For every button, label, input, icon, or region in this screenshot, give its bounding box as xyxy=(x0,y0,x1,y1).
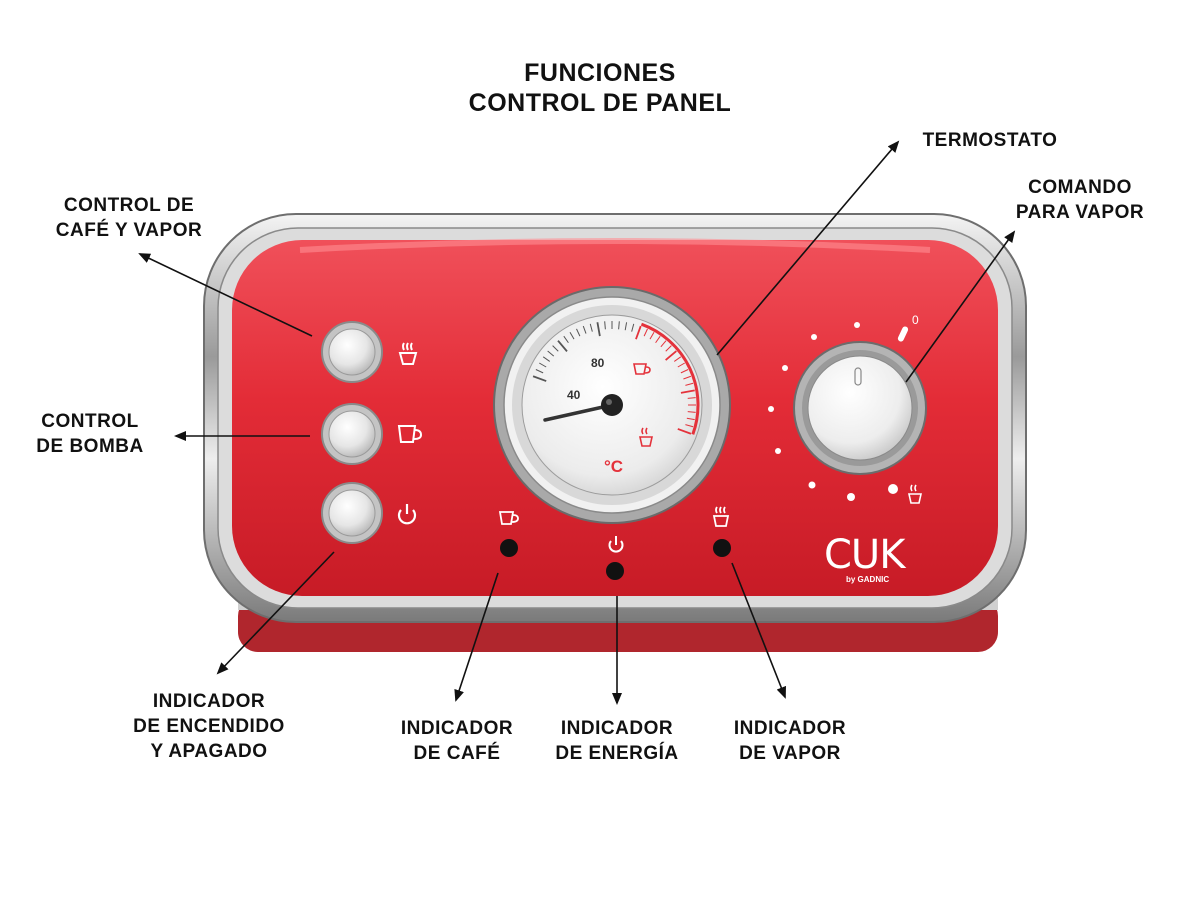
brand-sub: by GADNIC xyxy=(846,575,889,584)
arrow-termostato xyxy=(716,140,900,356)
indicator-steam-icon xyxy=(712,506,730,527)
gauge-tick xyxy=(542,356,551,362)
gauge-tick xyxy=(569,332,575,340)
gauge-hot-zone-arc xyxy=(640,322,700,435)
gauge-tick xyxy=(547,350,555,357)
diagram-title: FUNCIONES CONTROL DE PANEL xyxy=(0,58,1200,118)
label-indicador-energia: INDICADOR DE ENERGÍA xyxy=(537,716,697,766)
label-comando-vapor: COMANDO PARA VAPOR xyxy=(995,175,1165,225)
gauge-tick xyxy=(532,375,547,382)
label-line: DE ENERGÍA xyxy=(555,743,679,764)
gauge-tick xyxy=(655,335,661,344)
gauge-tick xyxy=(604,321,606,330)
gauge-tick xyxy=(635,325,642,340)
label-line: CAFÉ Y VAPOR xyxy=(55,220,203,241)
gauge-needle xyxy=(543,403,614,422)
indicator-cafe-light xyxy=(500,539,518,557)
gauge-tick xyxy=(687,397,696,399)
gauge-tick xyxy=(643,328,648,337)
label-line: CONTROL xyxy=(41,411,139,432)
label-indicador-vapor: INDICADOR DE VAPOR xyxy=(710,716,870,766)
label-control-bomba: CONTROL DE BOMBA xyxy=(24,409,156,459)
label-termostato: TERMOSTATO xyxy=(905,128,1075,153)
label-line: DE ENCENDIDO xyxy=(133,716,285,737)
pump-button[interactable] xyxy=(321,403,383,465)
indicator-cup-icon xyxy=(498,511,519,525)
label-line: Y APAGADO xyxy=(150,741,268,762)
gauge-tick xyxy=(535,369,544,374)
label-line: INDICADOR xyxy=(400,718,514,739)
label-line: INDICADOR xyxy=(152,691,266,712)
arrow-indicador-encendido xyxy=(216,551,335,675)
power-icon xyxy=(397,504,417,525)
gauge-tick xyxy=(589,323,593,332)
coffee-steam-button[interactable] xyxy=(321,321,383,383)
gauge-tick xyxy=(677,428,692,435)
gauge-tick xyxy=(685,424,694,428)
gauge-tick xyxy=(576,328,581,337)
gauge-ticks xyxy=(532,321,700,435)
arrow-control-cafe-vapor xyxy=(138,253,313,337)
cup-icon xyxy=(397,425,423,443)
gauge-tick xyxy=(618,321,620,330)
gauge-tick xyxy=(660,340,667,348)
callout-arrows xyxy=(138,140,1016,705)
label-indicador-encendido: INDICADOR DE ENCENDIDO Y APAGADO xyxy=(104,689,314,764)
label-line: CONTROL DE xyxy=(63,195,195,216)
arrow-indicador-vapor xyxy=(731,562,786,699)
gauge-tick xyxy=(687,411,696,413)
title-line-2: CONTROL DE PANEL xyxy=(468,89,732,117)
gauge-cup-icon xyxy=(633,363,651,375)
arrow-comando-vapor xyxy=(905,230,1016,383)
gauge-tick xyxy=(631,323,635,332)
label-line: DE CAFÉ xyxy=(413,743,501,764)
steam-knob[interactable] xyxy=(793,341,927,475)
indicator-energia-light xyxy=(606,562,624,580)
gauge-tick-label-40: 40 xyxy=(567,388,581,402)
gauge-tick xyxy=(683,375,692,380)
gauge-tick xyxy=(596,322,601,337)
knob-steam-icon xyxy=(908,484,922,504)
label-indicador-cafe: INDICADOR DE CAFÉ xyxy=(382,716,532,766)
gauge-tick xyxy=(557,340,568,352)
arrow-indicador-cafe xyxy=(454,572,499,702)
brand-logo: CUK xyxy=(824,532,907,578)
steam-icon xyxy=(398,342,418,365)
steam-knob-dots xyxy=(768,322,909,501)
gauge-tick xyxy=(624,322,628,331)
label-line: DE VAPOR xyxy=(739,743,841,764)
label-line: DE BOMBA xyxy=(36,436,144,457)
indicator-power-icon xyxy=(608,536,624,553)
gauge-tick xyxy=(665,345,672,352)
gauge-tick xyxy=(582,325,587,334)
gauge-tick xyxy=(686,417,695,421)
power-button[interactable] xyxy=(321,482,383,544)
label-line: INDICADOR xyxy=(560,718,674,739)
label-control-cafe-vapor: CONTROL DE CAFÉ Y VAPOR xyxy=(24,193,234,243)
gauge-tick xyxy=(677,362,685,368)
gauge-unit-label: °C xyxy=(604,457,623,476)
gauge-tick xyxy=(539,362,547,368)
label-line: PARA VAPOR xyxy=(1015,202,1145,223)
gauge-tick xyxy=(680,389,695,394)
gauge-steam-icon xyxy=(639,427,653,447)
gauge-pivot xyxy=(601,394,623,416)
title-line-1: FUNCIONES xyxy=(524,59,676,87)
gauge-tick xyxy=(665,350,677,361)
gauge-tick xyxy=(563,335,569,344)
label-line: INDICADOR xyxy=(733,718,847,739)
label-line: TERMOSTATO xyxy=(922,130,1058,151)
indicator-vapor-light xyxy=(713,539,731,557)
gauge-tick xyxy=(673,356,682,362)
label-line: COMANDO xyxy=(1028,177,1132,198)
thermostat-gauge: 40 80 °C xyxy=(493,286,731,524)
steam-knob-zero: 0 xyxy=(912,313,919,327)
gauge-tick xyxy=(552,345,559,352)
gauge-tick xyxy=(649,332,655,340)
gauge-tick xyxy=(680,369,689,374)
gauge-tick xyxy=(685,382,694,386)
gauge-tick-label-80: 80 xyxy=(591,356,605,370)
